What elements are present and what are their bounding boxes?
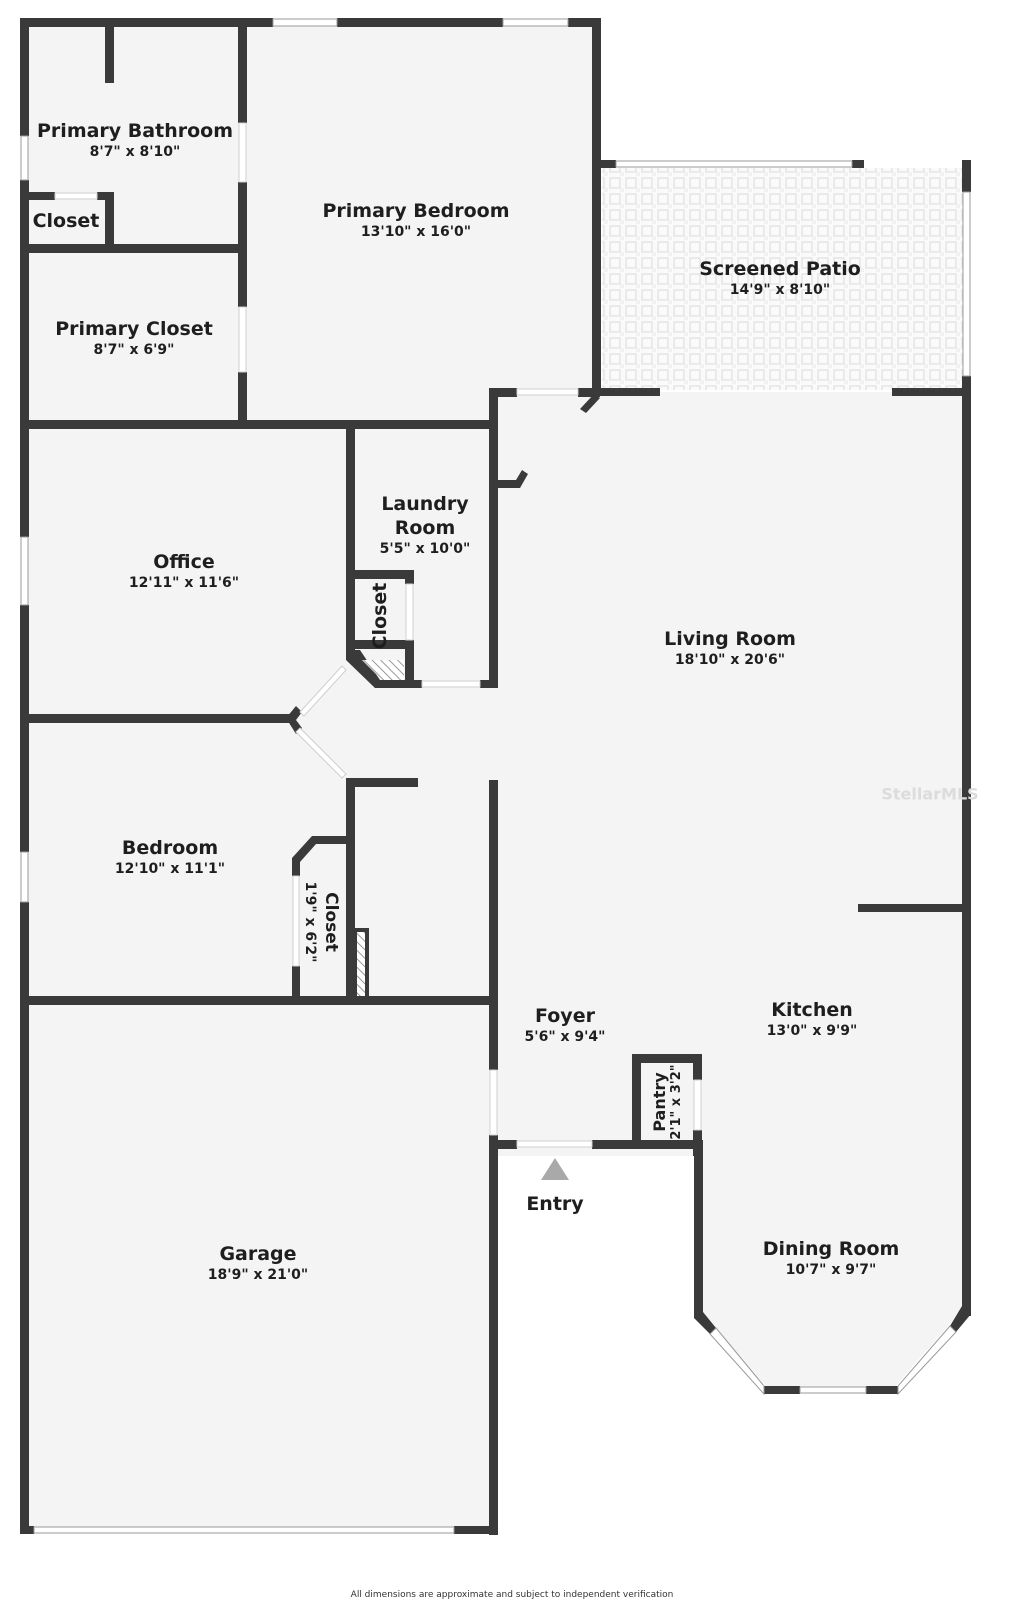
room-dims: 18'9" x 21'0" [207, 1267, 309, 1283]
room-name: Primary Bathroom [37, 120, 233, 142]
room-label-closet-laundry: Closet [368, 583, 392, 650]
room-name: Office [153, 551, 215, 573]
room-dims: 5'6" x 9'4" [524, 1029, 606, 1045]
room-name: Screened Patio [699, 258, 861, 280]
room-dims: 8'7" x 8'10" [89, 144, 181, 160]
door-openings [54, 122, 702, 1148]
room-name: Closet [32, 210, 100, 232]
room-label-closet-bath: Closet [33, 209, 100, 233]
walls [20, 18, 971, 1535]
room-label-screened-patio: Screened Patio 14'9" x 8'10" [699, 257, 861, 299]
room-label-primary-closet: Primary Closet 8'7" x 6'9" [55, 317, 213, 359]
room-dims: 14'9" x 8'10" [729, 282, 831, 298]
room-name: Closet [321, 892, 341, 952]
room-name: Garage [219, 1243, 297, 1265]
room-name: Primary Closet [55, 318, 213, 340]
room-name: Living Room [664, 628, 796, 650]
room-name: Pantry [650, 1072, 669, 1132]
room-dims: 2'1" x 3'2" [669, 1064, 684, 1140]
room-name: Dining Room [762, 1238, 900, 1260]
entry-text: Entry [526, 1193, 584, 1215]
room-name: Foyer [535, 1005, 595, 1027]
room-name: Kitchen [771, 999, 853, 1021]
room-label-pantry: Pantry 2'1" x 3'2" [650, 1064, 684, 1139]
room-label-foyer: Foyer 5'6" x 9'4" [525, 1004, 606, 1046]
room-label-garage: Garage 18'9" x 21'0" [208, 1242, 308, 1284]
watermark: StellarMLS [881, 784, 979, 804]
room-dims: 8'7" x 6'9" [93, 342, 175, 358]
room-dims: 1'9" x 6'2" [302, 881, 318, 963]
footer-disclaimer: All dimensions are approximate and subje… [350, 1590, 674, 1600]
room-label-bedroom: Bedroom 12'10" x 11'1" [115, 836, 225, 878]
room-label-dining-room: Dining Room 10'7" x 9'7" [763, 1237, 900, 1279]
room-name-line1: Laundry [381, 493, 469, 515]
room-label-primary-bedroom: Primary Bedroom 13'10" x 16'0" [322, 199, 509, 241]
room-name: Bedroom [121, 837, 219, 859]
entry-label: Entry [526, 1192, 583, 1216]
windows [20, 18, 971, 1534]
room-label-living-room: Living Room 18'10" x 20'6" [664, 627, 796, 669]
room-dims: 13'10" x 16'0" [360, 224, 472, 240]
room-label-office: Office 12'11" x 11'6" [129, 550, 239, 592]
entry-arrow-icon [541, 1158, 569, 1180]
room-dims: 10'7" x 9'7" [785, 1262, 877, 1278]
room-dims: 18'10" x 20'6" [674, 652, 786, 668]
room-dims: 5'5" x 10'0" [379, 541, 471, 557]
room-dims: 13'0" x 9'9" [766, 1023, 858, 1039]
floor-areas [24, 24, 966, 1532]
patio-tile-floor [602, 168, 964, 390]
room-dims: 12'10" x 11'1" [114, 861, 226, 877]
room-label-primary-bathroom: Primary Bathroom 8'7" x 8'10" [37, 119, 233, 161]
hatched-areas [357, 660, 404, 996]
room-label-laundry-room: Laundry Room 5'5" x 10'0" [380, 492, 471, 558]
room-dims: 12'11" x 11'6" [128, 575, 240, 591]
room-name-line2: Room [394, 517, 456, 539]
room-label-kitchen: Kitchen 13'0" x 9'9" [767, 998, 858, 1040]
room-name: Primary Bedroom [322, 200, 510, 222]
room-label-closet-bedroom: Closet 1'9" x 6'2" [301, 882, 343, 963]
room-name: Closet [369, 582, 391, 650]
